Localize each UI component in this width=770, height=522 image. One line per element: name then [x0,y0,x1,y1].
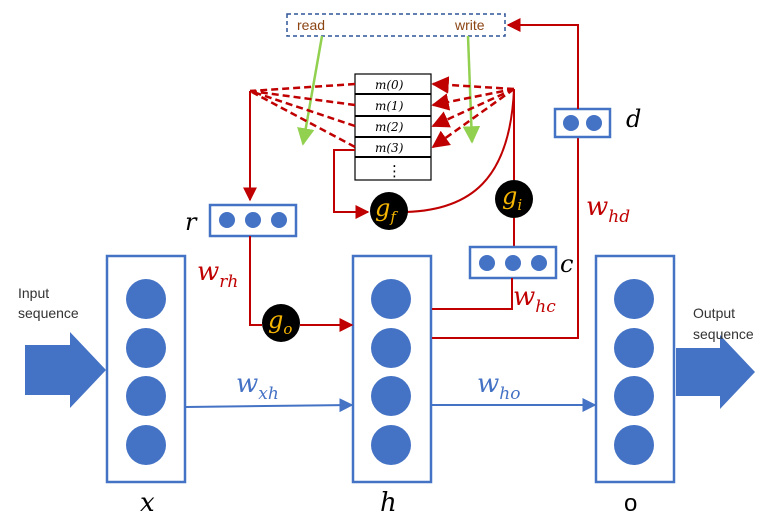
arrow-x-to-h [185,398,354,413]
layer-x-label: x [140,488,155,518]
weight-w-rh: wrh [197,257,238,292]
neuron [614,425,654,465]
layer-o-label: o [624,490,637,517]
layer-o [594,254,676,484]
gf-to-ig-curve [405,88,515,213]
neuron [271,212,287,228]
svg-text:gf: gf [375,194,398,226]
memory-cell: m(1) [375,99,404,113]
neuron [219,212,235,228]
neuron [126,279,166,319]
read-arrow [297,35,324,146]
layer-h [351,254,433,484]
output-arrow [676,335,755,409]
gate-forget: gf [370,192,408,230]
read-label: read [297,17,325,33]
neuron [614,328,654,368]
input-arrow [25,332,106,408]
neuron [531,255,547,271]
h-to-c-line [432,278,513,310]
neuron [371,425,411,465]
vector-r-label: r [185,208,198,236]
vector-c [468,245,558,280]
controller-box [286,13,506,37]
weight-w-hd: whd [586,192,630,227]
neuron [245,212,261,228]
output-label: Output sequence [693,305,754,342]
read-weight-lines [249,82,356,149]
r-to-go-line [249,236,262,326]
weight-w-ho: who [477,369,520,404]
d-to-write-line [506,18,579,109]
layer-h-label: h [380,488,397,518]
neuron [371,376,411,416]
memory-cell: m(0) [375,78,404,92]
svg-text:gi: gi [502,182,522,214]
neuron [479,255,495,271]
neuron [126,376,166,416]
neuron [614,376,654,416]
memory-cell: m(3) [375,141,404,155]
input-label: Input sequence [18,285,79,321]
layer-x [105,254,187,484]
weight-w-hc: whc [513,282,556,317]
neuron [126,328,166,368]
memory-cell: m(2) [375,120,404,134]
neuron [371,279,411,319]
memory-ellipsis: ⋮ [387,162,402,180]
neuron [505,255,521,271]
svg-text:go: go [268,306,292,338]
vector-d-label: d [626,105,641,133]
neuron [586,115,602,131]
memory-to-gf-line [333,149,370,219]
h-to-d-line [432,136,579,339]
gate-output: go [262,304,300,342]
weight-w-xh: wxh [236,369,279,404]
neuron [126,425,166,465]
vector-r [208,203,298,238]
neuron [614,279,654,319]
neuron [563,115,579,131]
neuron [371,328,411,368]
write-weight-lines [431,76,515,149]
memory-block: m(0) m(1) m(2) m(3) ⋮ [354,73,432,181]
write-label: write [454,17,485,33]
gate-input: gi [495,180,533,218]
vector-c-label: c [560,250,573,278]
write-arrow [462,35,481,144]
vector-d [553,107,612,139]
